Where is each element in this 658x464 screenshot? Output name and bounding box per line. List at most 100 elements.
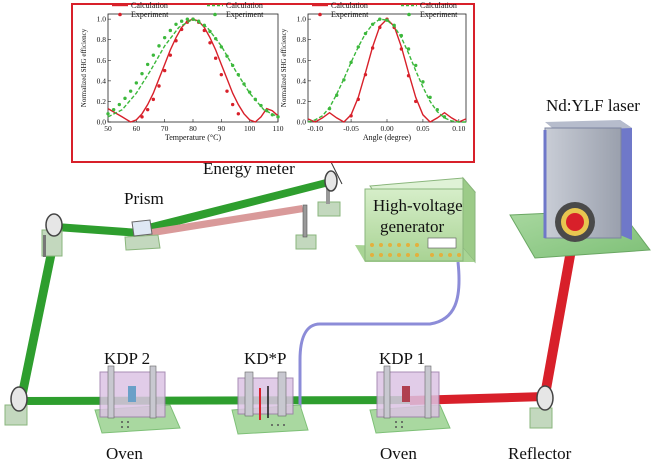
green-beam-left bbox=[17, 228, 61, 398]
x-tick-label: 100 bbox=[244, 124, 256, 133]
hv-display bbox=[427, 237, 457, 249]
data-point bbox=[174, 22, 178, 26]
laser-body-side bbox=[620, 120, 632, 240]
data-point bbox=[123, 96, 127, 101]
bottom-left-mirror bbox=[4, 386, 28, 426]
data-point bbox=[157, 44, 161, 48]
x-tick-label: -0.10 bbox=[307, 124, 323, 133]
data-point bbox=[276, 115, 280, 119]
data-point bbox=[247, 90, 252, 94]
red-beam-horizontal bbox=[410, 392, 545, 405]
high-voltage-generator: High-voltage generator bbox=[355, 176, 477, 264]
prism-label: Prism bbox=[124, 189, 164, 208]
y-tick-label: 0.4 bbox=[97, 76, 107, 85]
kdp1-oven bbox=[369, 365, 451, 434]
data-point bbox=[236, 112, 241, 116]
data-point bbox=[392, 23, 396, 28]
data-point bbox=[162, 68, 167, 73]
reflector-mirror bbox=[529, 385, 554, 429]
data-point bbox=[202, 23, 207, 28]
data-point bbox=[208, 29, 212, 34]
data-point bbox=[225, 89, 229, 93]
data-point bbox=[106, 112, 110, 116]
legend-label: Experiment bbox=[420, 10, 458, 19]
data-point bbox=[151, 97, 156, 102]
data-point bbox=[349, 114, 353, 118]
data-point bbox=[145, 107, 150, 112]
hv-label-line2: generator bbox=[380, 217, 445, 236]
data-point bbox=[363, 72, 368, 77]
data-point bbox=[428, 95, 432, 100]
data-point bbox=[342, 78, 346, 82]
data-point bbox=[335, 93, 339, 97]
plot-frame bbox=[107, 13, 279, 123]
legend-label: Calculation bbox=[420, 1, 457, 10]
legend-label: Experiment bbox=[331, 10, 369, 19]
data-point bbox=[264, 108, 269, 113]
y-tick-label: 1.0 bbox=[297, 15, 307, 24]
green-beam-top bbox=[56, 223, 140, 237]
data-point bbox=[327, 106, 332, 111]
x-tick-label: 0.05 bbox=[416, 124, 429, 133]
data-point bbox=[151, 53, 156, 57]
data-point bbox=[242, 82, 246, 86]
plot-frame bbox=[307, 13, 467, 123]
energy-meter bbox=[317, 170, 341, 217]
data-point bbox=[363, 31, 368, 36]
series-line bbox=[307, 18, 466, 123]
data-point bbox=[213, 56, 218, 60]
kdp2-oven bbox=[94, 365, 181, 434]
data-point bbox=[196, 19, 201, 23]
green-beam-bottom bbox=[20, 396, 410, 405]
data-point bbox=[414, 63, 418, 68]
data-point bbox=[225, 54, 229, 58]
legend-label: Experiment bbox=[131, 10, 169, 19]
legend-label: Experiment bbox=[226, 10, 264, 19]
data-point bbox=[378, 25, 382, 30]
data-point bbox=[259, 103, 263, 108]
kdp2-label: KDP 2 bbox=[104, 349, 150, 368]
y-tick-label: 0.6 bbox=[97, 56, 107, 65]
energy-meter-label: Energy meter bbox=[203, 159, 295, 178]
green-beam-to-meter bbox=[140, 178, 333, 234]
legend-marker bbox=[318, 12, 322, 17]
data-point bbox=[385, 18, 389, 22]
data-point bbox=[370, 22, 375, 26]
top-left-mirror bbox=[41, 213, 63, 257]
data-point bbox=[213, 36, 218, 41]
data-point bbox=[140, 115, 144, 119]
legend-marker bbox=[213, 12, 217, 17]
legend-marker bbox=[118, 12, 122, 17]
beam-dump bbox=[295, 204, 317, 250]
data-point bbox=[134, 81, 139, 85]
data-point bbox=[399, 47, 404, 51]
y-axis-label: Normalized SHG efficiency bbox=[280, 28, 288, 107]
x-tick-label: 0.00 bbox=[380, 124, 393, 133]
data-point bbox=[414, 99, 418, 104]
nd-yLF-laser bbox=[509, 120, 651, 259]
pink-beam bbox=[145, 205, 304, 237]
data-point bbox=[442, 115, 447, 119]
data-point bbox=[185, 17, 190, 21]
kdstarp-label: KD*P bbox=[244, 349, 287, 368]
data-point bbox=[145, 62, 150, 67]
data-point bbox=[253, 97, 258, 102]
data-point bbox=[349, 60, 353, 65]
data-point bbox=[356, 97, 360, 102]
x-tick-label: 80 bbox=[189, 124, 197, 133]
y-tick-label: 0.0 bbox=[297, 118, 307, 127]
x-tick-label: 50 bbox=[104, 124, 112, 133]
x-tick-label: 110 bbox=[273, 124, 284, 133]
data-point bbox=[236, 72, 241, 77]
data-point bbox=[270, 113, 275, 117]
data-point bbox=[230, 102, 235, 107]
data-point bbox=[208, 41, 212, 45]
x-axis-label: Angle (degree) bbox=[363, 133, 412, 142]
hv-knobs bbox=[370, 243, 461, 257]
data-point bbox=[370, 46, 375, 50]
reflector-label: Reflector bbox=[508, 444, 572, 463]
y-tick-label: 0.8 bbox=[297, 35, 307, 44]
data-point bbox=[406, 74, 411, 78]
